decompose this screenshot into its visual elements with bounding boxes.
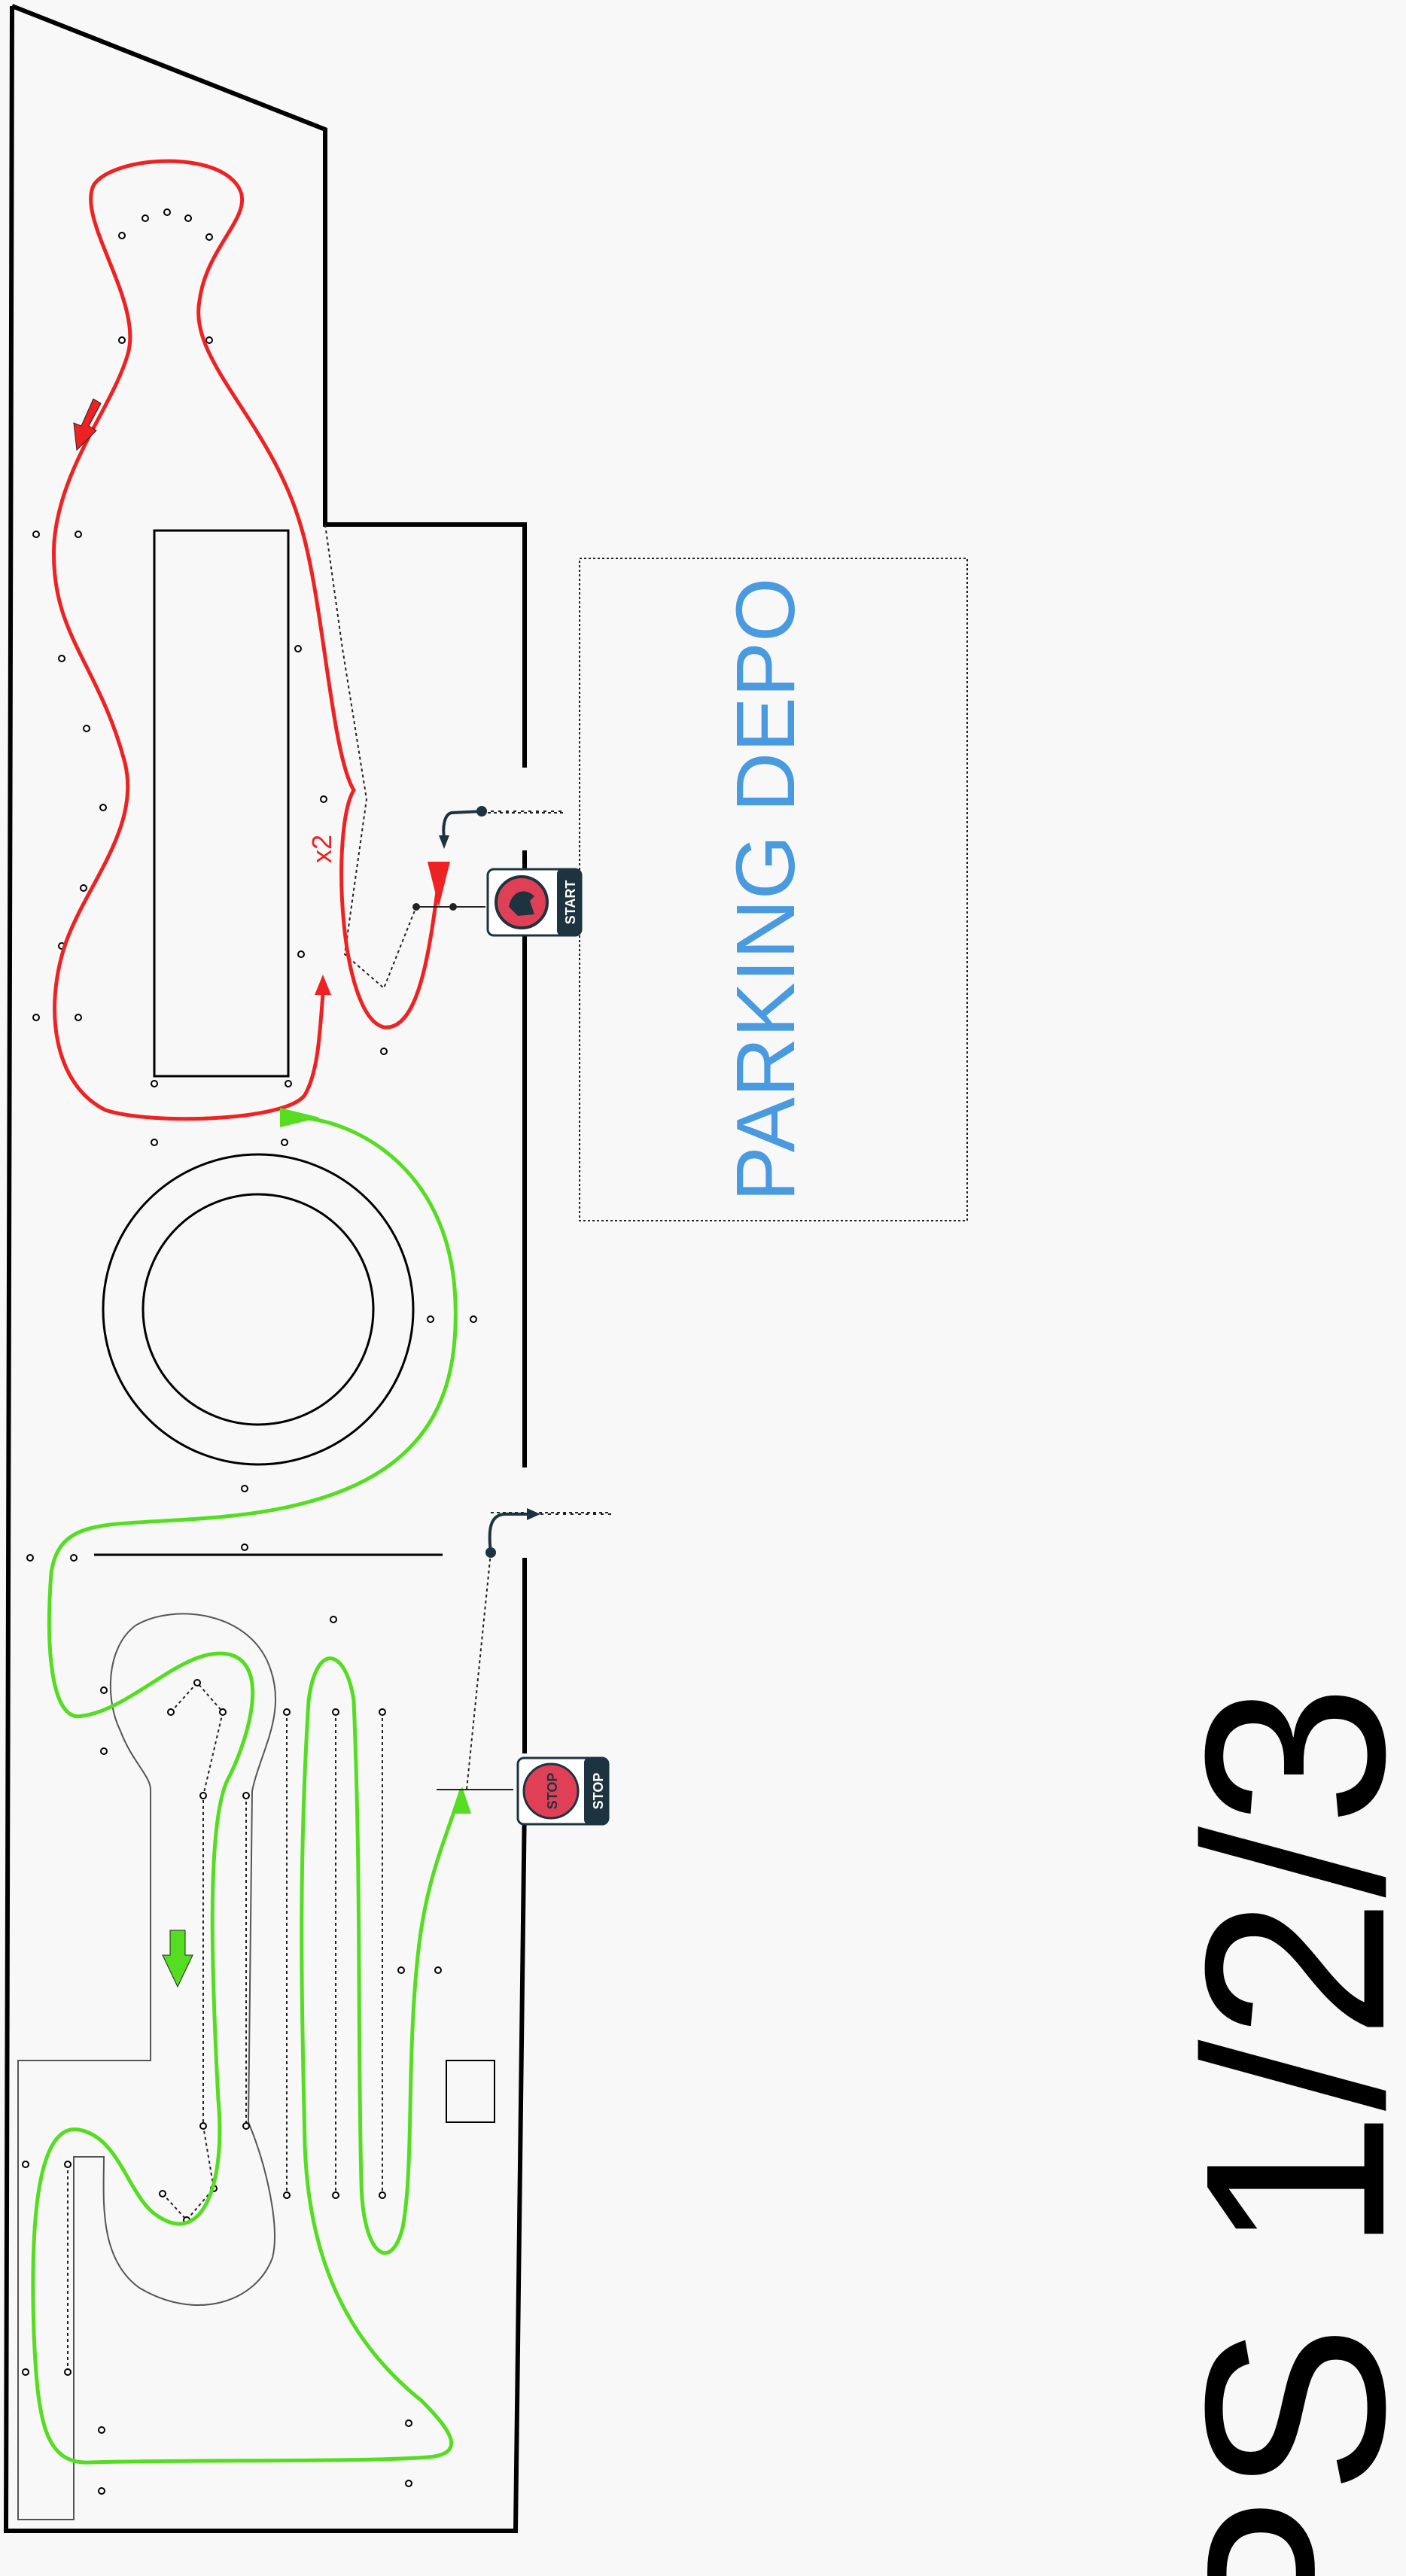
start-line-dot bbox=[449, 903, 457, 911]
roundabout-inner bbox=[142, 1193, 375, 1426]
green-route-start-arrowhead bbox=[280, 1108, 320, 1127]
green-route-end-arrowhead bbox=[452, 1787, 471, 1814]
red-loop-count: x2 bbox=[306, 835, 337, 863]
red-direction-arrow-icon bbox=[73, 398, 102, 452]
stop-sign-icon bbox=[516, 1756, 610, 1826]
cone-markers bbox=[22, 208, 477, 2495]
center-rectangle-obstacle bbox=[153, 529, 290, 1078]
stop-sign-label: STOP bbox=[591, 1773, 606, 1810]
red-route-start-arrowhead bbox=[428, 862, 450, 907]
roundabout-outer bbox=[102, 1153, 415, 1466]
stop-exit-pointer bbox=[485, 1508, 611, 1558]
red-route bbox=[51, 159, 440, 1121]
red-route-end-arrowhead bbox=[315, 975, 331, 995]
start-entry-pointer bbox=[439, 806, 565, 849]
green-route bbox=[31, 1115, 464, 2465]
square-obstacle bbox=[446, 2060, 495, 2123]
green-direction-arrow-icon bbox=[162, 1930, 193, 1988]
tunnel-outline bbox=[17, 1613, 277, 2520]
parking-depot-area bbox=[579, 558, 968, 1221]
page-title: PS 1/2/3 bbox=[1152, 1684, 1406, 2576]
stop-sign-face-label: STOP bbox=[545, 1773, 560, 1810]
start-sign-label: START bbox=[563, 880, 578, 925]
start-sign-icon bbox=[486, 868, 583, 937]
start-line-dot bbox=[412, 903, 420, 911]
parking-depot-label: PARKING DEPO bbox=[720, 577, 812, 1201]
